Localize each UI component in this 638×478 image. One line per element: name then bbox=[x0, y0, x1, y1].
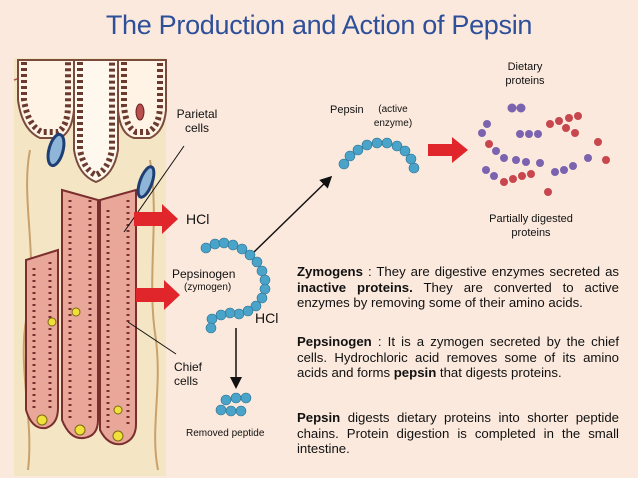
partially-digested-label: Partially digested proteins bbox=[489, 213, 573, 239]
protein-fragments bbox=[478, 103, 610, 196]
zymogens-paragraph: Zymogens : They are digestive enzymes se… bbox=[297, 264, 619, 311]
pepsin-label: Pepsin bbox=[330, 104, 364, 116]
chief-pointer-line bbox=[127, 321, 177, 355]
chief-cells-label: Chief cells bbox=[174, 360, 203, 388]
pepsin-term: Pepsin bbox=[297, 410, 341, 425]
pepsinogen-text-2: that digests proteins. bbox=[436, 365, 562, 381]
dietary-proteins-label: Dietary proteins bbox=[505, 61, 545, 87]
zymogens-text-1: : They are digestive enzymes secreted as bbox=[362, 264, 619, 279]
secretion-arrow-mid bbox=[136, 280, 180, 310]
pepsinogen-emphasis: pepsin bbox=[393, 365, 437, 381]
page-title: The Production and Action of Pepsin bbox=[105, 10, 533, 40]
hcl-mid-label: HCl bbox=[255, 310, 279, 326]
gastric-gland-illustration bbox=[13, 58, 167, 476]
pepsin-text-1: digests dietary proteins into shorter pe… bbox=[297, 410, 619, 457]
zymogens-emphasis: inactive proteins. bbox=[297, 279, 413, 295]
zymogen-label: (zymogen) bbox=[184, 282, 232, 293]
hcl-arrow-top bbox=[134, 204, 178, 234]
zymogens-text-2: They are converted to active enzymes by … bbox=[297, 279, 619, 311]
removed-peptide-label: Removed peptide bbox=[186, 428, 265, 439]
pepsinogen-chain bbox=[200, 237, 271, 334]
pepsinogen-paragraph: Pepsinogen : It is a zymogen secreted by… bbox=[297, 334, 619, 381]
active-enzyme-label: (active enzyme) bbox=[373, 104, 413, 129]
pepsinogen-label: Pepsinogen bbox=[172, 267, 236, 281]
conversion-arrow-right bbox=[428, 137, 468, 163]
zymogens-term: Zymogens bbox=[297, 264, 363, 279]
parietal-cells-label: Parietal cells bbox=[176, 107, 218, 135]
pepsin-chain bbox=[338, 137, 420, 174]
pepsin-paragraph: Pepsin digests dietary proteins into sho… bbox=[297, 410, 619, 457]
hcl-top-label: HCl bbox=[186, 211, 210, 227]
pepsinogen-text-1: : It is a zymogen secreted by the chief … bbox=[297, 334, 619, 381]
removed-peptide bbox=[215, 392, 252, 417]
activation-arrow bbox=[253, 175, 333, 253]
pepsinogen-term: Pepsinogen bbox=[297, 334, 372, 349]
